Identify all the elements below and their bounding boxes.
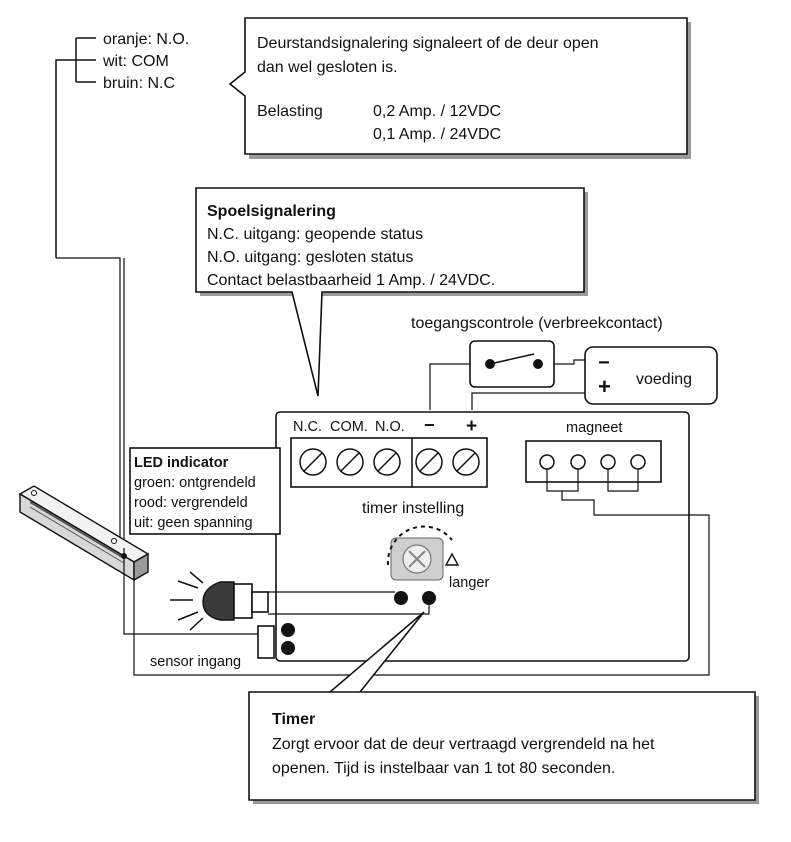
load-value-24v: 0,1 Amp. / 24VDC [373, 126, 501, 143]
wire-color-legend: oranje: N.O. wit: COM bruin: N.C [55, 31, 189, 258]
terminal-label-nc: N.C. [293, 419, 322, 435]
terminal-label-plus: + [466, 416, 477, 437]
led-connection-dot-1 [394, 591, 408, 605]
switch-contact-right [533, 359, 543, 369]
power-supply-box [584, 346, 718, 405]
timer-adjust-label: timer instelling [362, 500, 464, 517]
door-status-line-1: Deurstandsignalering signaleert of de de… [257, 35, 599, 52]
power-wires [429, 359, 585, 410]
coil-signal-line-3: Contact belastbaarheid 1 Amp. / 24VDC. [207, 272, 495, 289]
terminal-label-com: COM. [330, 419, 368, 435]
magnet-label: magneet [566, 420, 622, 436]
switch-lever [489, 353, 535, 365]
coil-signal-title: Spoelsignalering [207, 203, 336, 220]
magnetic-lock [18, 485, 150, 582]
led-indicator-line-2: rood: vergrendeld [134, 495, 248, 511]
led-ray-5 [189, 617, 204, 631]
magnet-wire [133, 491, 710, 676]
power-supply-label: voeding [636, 371, 692, 388]
load-value-12v: 0,2 Amp. / 12VDC [373, 103, 501, 120]
legend-wires [56, 257, 125, 548]
timer-direction-label: langer [449, 575, 489, 591]
led-indicator-callout: LED indicator groen: ontgrendeld rood: v… [129, 447, 281, 535]
terminal-screw-no [373, 448, 401, 476]
led-body [233, 583, 253, 619]
wire-label-white: wit: COM [102, 53, 169, 70]
wire-label-orange: oranje: N.O. [103, 31, 189, 48]
sensor-input: sensor ingang [123, 548, 295, 670]
sensor-wire-1 [123, 548, 258, 635]
terminal-screw-nc [299, 448, 327, 476]
power-supply: − + voeding [584, 346, 718, 405]
power-plus: + [598, 374, 611, 399]
timer-direction-arrow-icon [444, 552, 460, 566]
sensor-connector [257, 625, 275, 659]
terminal-screw-plus [452, 448, 480, 476]
magnet-bridge-2 [607, 469, 639, 492]
door-status-callout: Deurstandsignalering signaleert of de de… [228, 17, 691, 159]
timer-title: Timer [272, 711, 315, 728]
coil-signal-line-2: N.O. uitgang: gesloten status [207, 249, 413, 266]
led-dome [202, 581, 235, 621]
magnet-terminal [525, 440, 662, 483]
wire-label-brown: bruin: N.C [103, 75, 175, 92]
terminal-screw-com [336, 448, 364, 476]
sensor-label: sensor ingang [150, 654, 241, 670]
timer-callout: Timer Zorgt ervoor dat de deur vertraagd… [248, 611, 759, 804]
access-control-label: toegangscontrole (verbreekcontact) [411, 315, 663, 332]
timer-line-2: openen. Tijd is instelbaar van 1 tot 80 … [272, 760, 615, 777]
sensor-dot-2 [281, 641, 295, 655]
terminal-block [290, 437, 488, 488]
led-ray-4 [189, 571, 204, 584]
timer-callout-box [248, 611, 756, 801]
coil-signal-callout: Spoelsignalering N.C. uitgang: geopende … [195, 187, 588, 397]
timer-line-1: Zorgt ervoor dat de deur vertraagd vergr… [272, 736, 655, 753]
door-status-line-2: dan wel gesloten is. [257, 59, 398, 76]
load-label: Belasting [257, 103, 323, 120]
led-indicator-line-1: groen: ontgrendeld [134, 475, 256, 491]
coil-signal-line-1: N.C. uitgang: geopende status [207, 226, 423, 243]
led-indicator-title: LED indicator [134, 455, 229, 471]
controller-board: N.C. COM. N.O. − + magneet [133, 411, 710, 676]
led-indicator-line-3: uit: geen spanning [134, 515, 253, 531]
led-wires [268, 591, 430, 615]
led-base [251, 591, 269, 613]
led-connection-dot-2 [422, 591, 436, 605]
timer-direction-arc [386, 525, 453, 566]
led-lamp [170, 571, 269, 631]
sensor-dot-1 [281, 623, 295, 637]
terminal-screw-minus [415, 448, 443, 476]
led-indicator-box [129, 447, 281, 535]
terminal-label-minus: − [424, 415, 435, 435]
power-minus: − [598, 352, 610, 374]
timer-potentiometer[interactable] [390, 537, 444, 581]
led-ray-1 [177, 580, 199, 589]
access-control: toegangscontrole (verbreekcontact) [411, 315, 663, 388]
terminal-label-no: N.O. [375, 419, 405, 435]
led-ray-3 [177, 611, 199, 621]
